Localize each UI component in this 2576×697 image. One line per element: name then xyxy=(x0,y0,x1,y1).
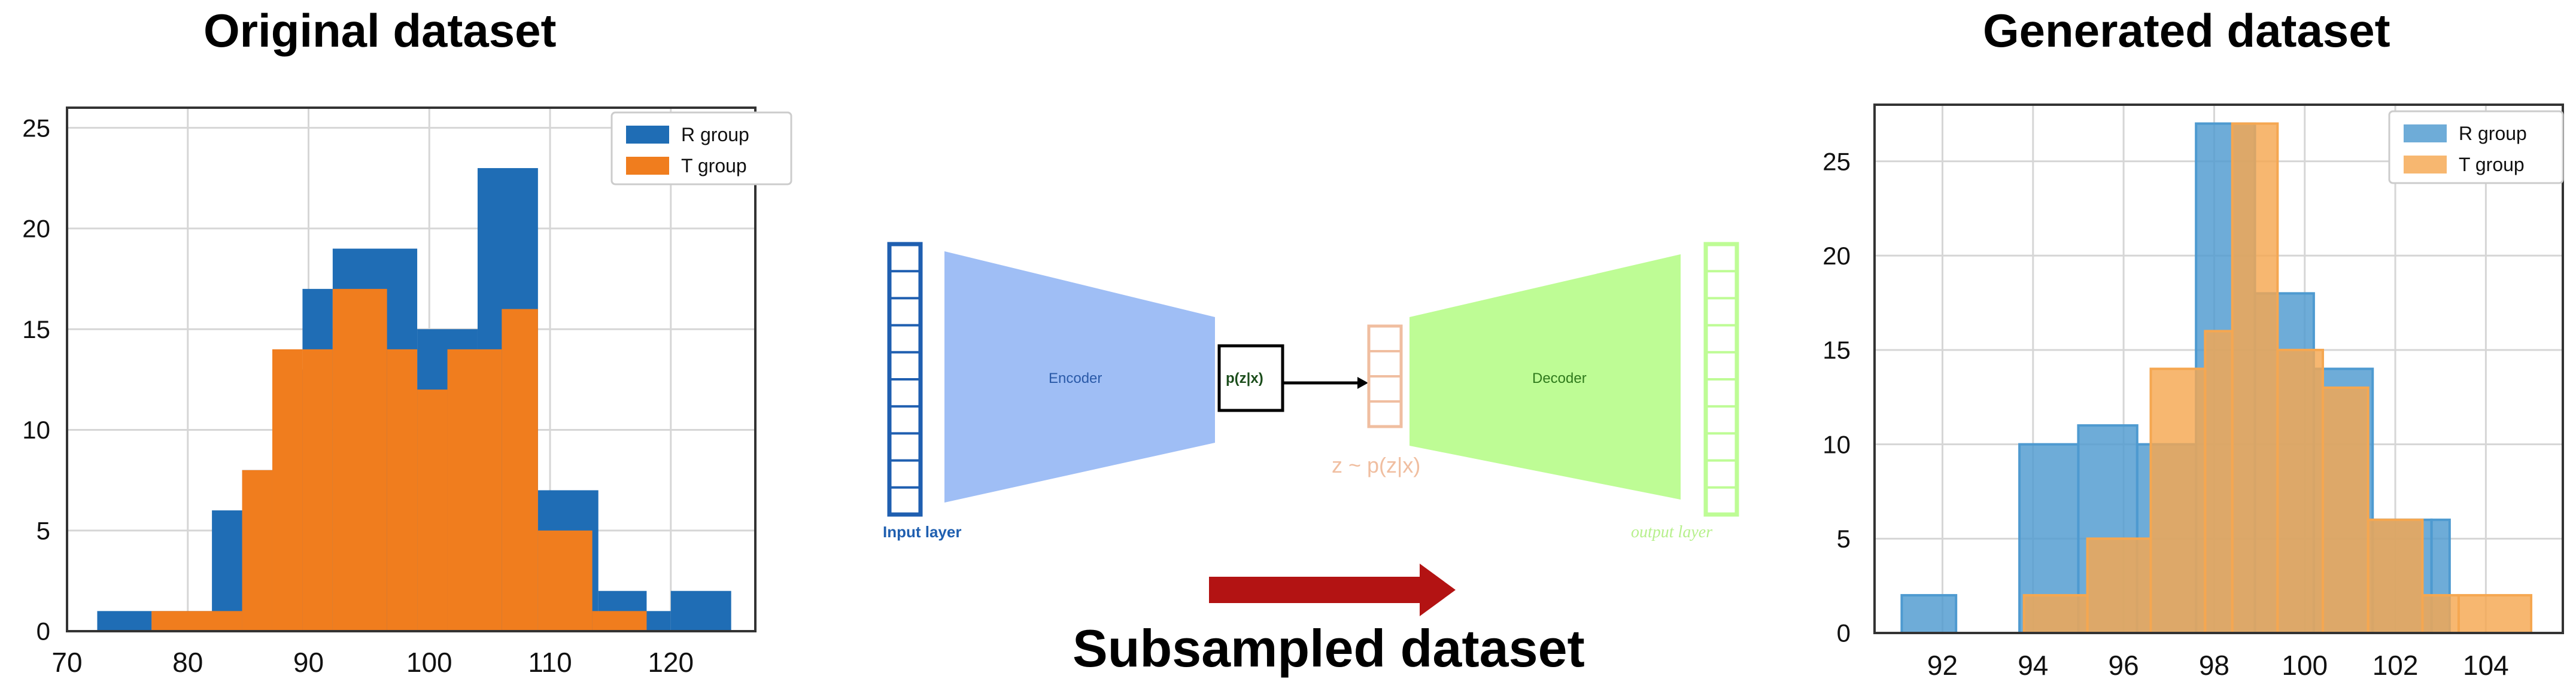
legend-swatch xyxy=(2404,156,2447,174)
t-group-bar xyxy=(592,611,647,631)
output-layer-label: output layer xyxy=(1631,523,1712,541)
legend-swatch xyxy=(626,126,669,144)
x-tick-label: 98 xyxy=(2199,650,2229,681)
left-chart-title: Original dataset xyxy=(203,4,557,57)
t-group-bar xyxy=(2367,518,2424,634)
y-tick-label: 20 xyxy=(1822,242,1851,270)
right-chart-title: Generated dataset xyxy=(1983,4,2390,57)
t-group-bar xyxy=(2231,122,2279,635)
t-group-bar xyxy=(242,470,272,631)
latent-sample-label: z ~ p(z|x) xyxy=(1332,453,1420,477)
y-tick-label: 15 xyxy=(1822,336,1851,364)
x-tick-label: 104 xyxy=(2463,650,2509,681)
input-layer-label: Input layer xyxy=(883,523,961,541)
input-layer-stack xyxy=(887,242,923,517)
y-tick-label: 5 xyxy=(1837,525,1851,553)
t-group-bar xyxy=(272,349,303,631)
x-tick-label: 110 xyxy=(528,647,572,678)
latent-stack xyxy=(1367,324,1403,428)
x-tick-label: 94 xyxy=(2018,650,2048,681)
y-tick-label: 15 xyxy=(22,315,50,343)
x-tick-label: 100 xyxy=(2282,650,2328,681)
legend-label: R group xyxy=(2459,123,2527,144)
decoder-label: Decoder xyxy=(1532,370,1587,386)
t-group-bar xyxy=(447,349,502,631)
latent-arrow-head xyxy=(1357,377,1368,389)
t-group-bar xyxy=(302,349,333,631)
x-tick-label: 90 xyxy=(293,647,324,678)
posterior-label: p(z|x) xyxy=(1226,370,1263,386)
y-tick-label: 0 xyxy=(37,617,50,646)
plot-frame xyxy=(66,106,757,632)
output-layer-stack xyxy=(1703,242,1739,517)
x-tick-label: 80 xyxy=(172,647,203,678)
t-group-bar xyxy=(2322,386,2370,634)
y-tick-label: 5 xyxy=(37,516,50,544)
t-group-bar xyxy=(2421,593,2460,635)
legend-label: R group xyxy=(681,124,749,145)
x-tick-label: 96 xyxy=(2109,650,2139,681)
t-group-bar xyxy=(151,611,242,631)
x-tick-label: 102 xyxy=(2373,650,2419,681)
r-group-bar xyxy=(646,611,671,631)
legend-label: T group xyxy=(681,155,747,176)
legend-label: T group xyxy=(2459,154,2525,175)
t-group-bar xyxy=(417,389,448,631)
legend-swatch xyxy=(626,157,669,175)
encoder-label: Encoder xyxy=(1049,370,1102,386)
y-tick-label: 25 xyxy=(1822,147,1851,175)
subsample-arrow-head xyxy=(1420,564,1456,616)
x-tick-label: 70 xyxy=(51,647,82,678)
encoder-block xyxy=(944,251,1215,503)
t-group-bar xyxy=(2086,537,2152,634)
t-group-bar xyxy=(387,349,418,631)
x-tick-label: 100 xyxy=(406,647,452,678)
decoder-block xyxy=(1409,254,1681,500)
t-group-bar xyxy=(502,309,538,631)
t-group-bar xyxy=(2457,593,2533,635)
posterior-box xyxy=(1217,344,1284,412)
r-group-bar xyxy=(97,611,152,631)
x-tick-label: 120 xyxy=(648,647,694,678)
r-group-bar xyxy=(670,591,731,631)
y-tick-label: 10 xyxy=(22,416,50,444)
plot-frame xyxy=(1873,104,2564,634)
y-tick-label: 20 xyxy=(22,215,50,243)
y-tick-label: 10 xyxy=(1822,430,1851,458)
legend-swatch xyxy=(2404,124,2447,142)
y-tick-label: 0 xyxy=(1837,619,1851,647)
subsampled-dataset-title: Subsampled dataset xyxy=(1073,619,1585,678)
r-group-bar xyxy=(1900,593,1958,635)
t-group-bar xyxy=(537,530,593,631)
subsample-arrow-shaft xyxy=(1209,577,1420,603)
t-group-bar xyxy=(332,288,387,631)
x-tick-label: 92 xyxy=(1927,650,1958,681)
y-tick-label: 25 xyxy=(22,114,50,142)
